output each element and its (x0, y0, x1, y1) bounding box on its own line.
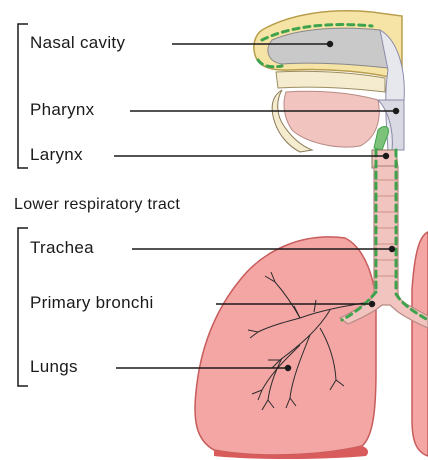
upper-tract-bracket (18, 24, 28, 168)
palate (276, 71, 385, 92)
left-lung (195, 237, 376, 455)
label-primary-bronchi: Primary bronchi (30, 293, 154, 313)
label-nasal-cavity: Nasal cavity (30, 33, 125, 53)
section-title-lower-respiratory-tract: Lower respiratory tract (14, 196, 180, 214)
label-lungs: Lungs (30, 357, 78, 377)
label-pharynx: Pharynx (30, 100, 94, 120)
epiglottis (374, 127, 388, 150)
lower-tract-bracket (18, 228, 28, 386)
mouth-tongue (284, 91, 379, 147)
label-larynx: Larynx (30, 145, 83, 165)
right-lung (412, 232, 428, 456)
label-trachea: Trachea (30, 238, 94, 258)
